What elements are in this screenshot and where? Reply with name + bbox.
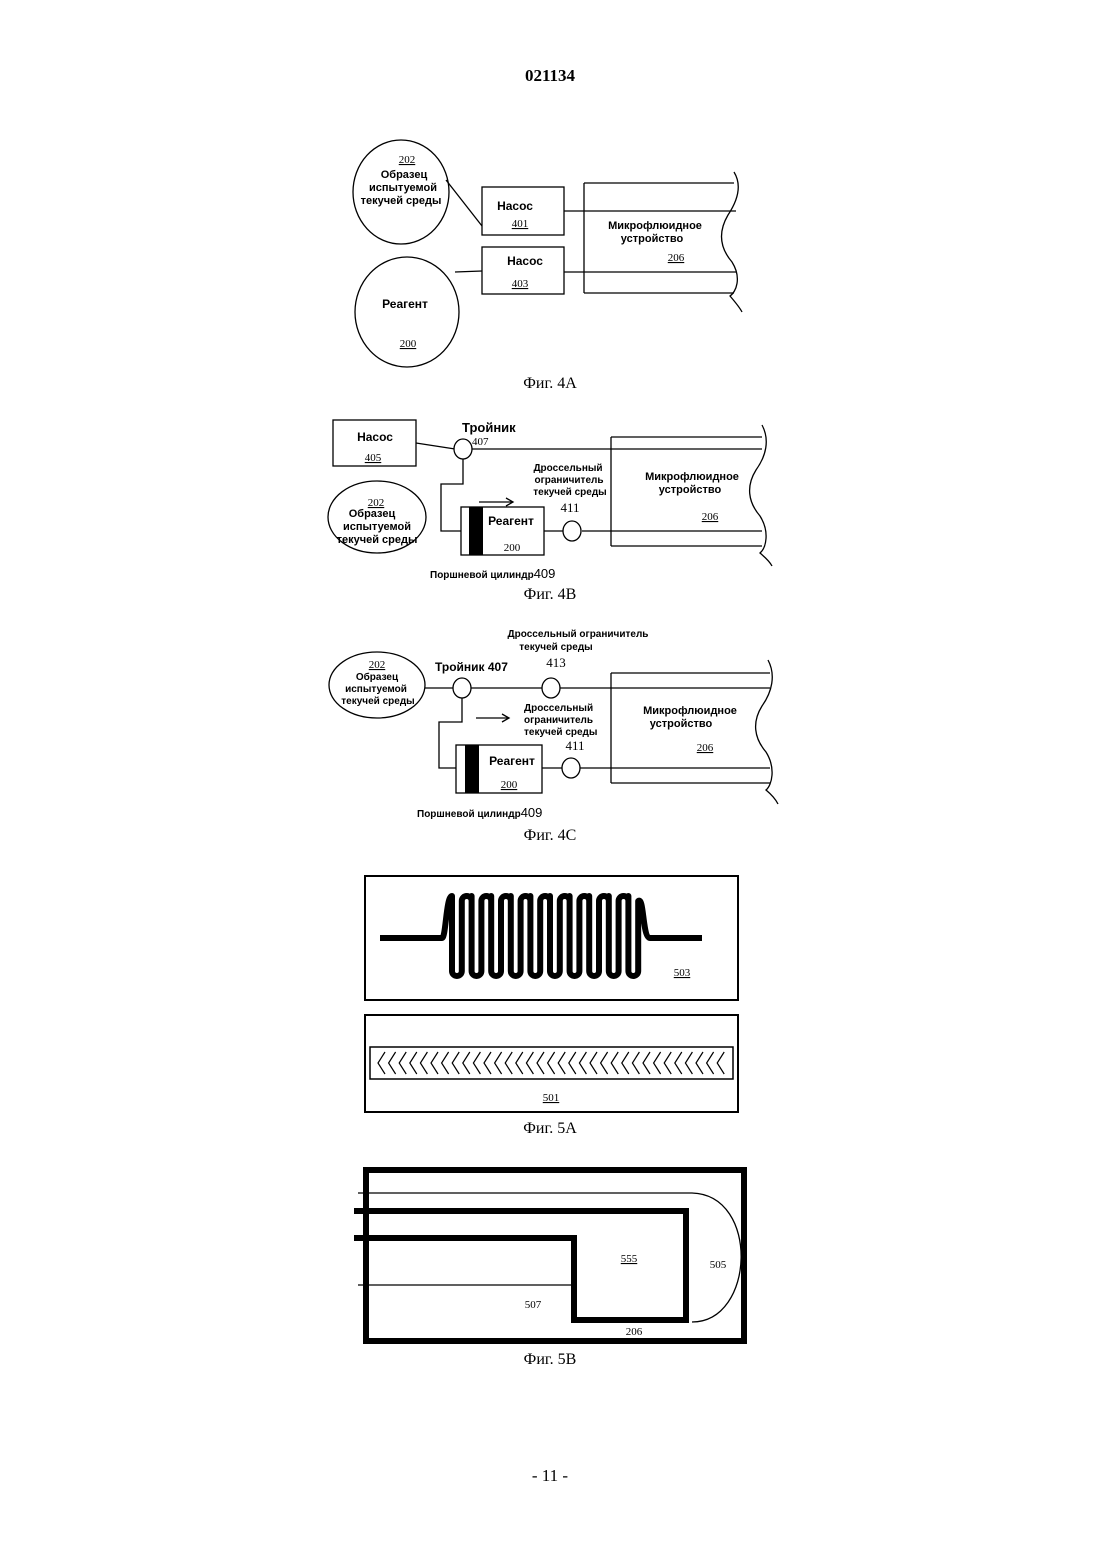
page-number: - 11 -: [0, 1466, 1100, 1486]
piston-cylinder-label: Поршневой цилиндр409: [430, 566, 555, 581]
caption-5a: Фиг. 5А: [523, 1120, 577, 1137]
pump-405-label: Насос: [357, 430, 393, 444]
device-ref: 206: [702, 511, 719, 523]
throttle-413-ref: 413: [546, 655, 566, 670]
pump-403-ref: 403: [512, 278, 529, 290]
device-label-1: Микрофлюидное: [643, 705, 737, 717]
sample-label-1: Образец: [356, 671, 399, 683]
figure-5a: 503 501 Фиг. 5А: [365, 876, 738, 1137]
device-break-line: [722, 172, 742, 312]
sample-label-1: Образец: [381, 169, 428, 181]
throttle-411: [562, 758, 580, 778]
sample-ref: 202: [369, 659, 386, 671]
reagent-ref: 200: [400, 338, 417, 350]
pump-403-label: Насос: [507, 254, 543, 268]
figure-4b: Насос 405 Тройник 407 202 Образец испыту…: [328, 420, 772, 603]
caption-5b: Фиг. 5В: [524, 1351, 577, 1368]
sample-label-2: испытуемой: [343, 521, 411, 533]
device-label-1: Микрофлюидное: [608, 220, 702, 232]
tee-ref: 407: [472, 436, 489, 448]
caption-4b: Фиг. 4В: [524, 586, 577, 603]
reagent-ref: 200: [504, 542, 521, 554]
throttle-label-1: Дроссельный: [533, 463, 602, 474]
reagent-label: Реагент: [489, 754, 535, 768]
device-ref: 206: [668, 252, 685, 264]
ref-206: 206: [626, 1326, 643, 1338]
reagent-reservoir: [355, 257, 459, 367]
throttle-413: [542, 678, 560, 698]
throttle-label-1: Дроссельный: [524, 703, 593, 714]
throttle-413-label-2: текучей среды: [519, 642, 592, 653]
throttle-ref: 411: [560, 500, 579, 515]
mixer-ref: 501: [543, 1092, 560, 1104]
tee-407: [453, 678, 471, 698]
throttle-label-3: текучей среды: [524, 727, 597, 738]
throttle-413-label-1: Дроссельный ограничитель: [508, 629, 649, 640]
serpentine-ref: 503: [674, 967, 691, 979]
figure-4a: 202 Образец испытуемой текучей среды Реа…: [353, 140, 742, 392]
device-label-2: устройство: [659, 484, 722, 496]
ref-507: 507: [525, 1299, 542, 1311]
device-label-2: устройство: [621, 233, 684, 245]
reagent-to-pump-line: [455, 271, 482, 272]
reagent-ref: 200: [501, 779, 518, 791]
device-label-2: устройство: [650, 718, 713, 730]
sample-label-3: текучей среды: [337, 534, 418, 546]
sample-label-2: испытуемой: [345, 684, 407, 695]
pump-401-label: Насос: [497, 199, 533, 213]
sample-label-3: текучей среды: [341, 696, 414, 707]
piston: [465, 745, 479, 793]
device-ref: 206: [697, 742, 714, 754]
sample-label-3: текучей среды: [361, 195, 442, 207]
tee-407: [454, 439, 472, 459]
tee-label: Тройник: [462, 420, 516, 435]
mixer-channel: [370, 1047, 733, 1079]
throttle-label-3: текучей среды: [533, 487, 606, 498]
ref-555: 555: [621, 1253, 638, 1265]
tee-label: Тройник 407: [435, 660, 508, 674]
caption-4a: Фиг. 4А: [523, 375, 577, 392]
piston-cylinder-label: Поршневой цилиндр409: [417, 805, 542, 820]
sample-label-1: Образец: [349, 508, 396, 520]
sample-label-2: испытуемой: [369, 182, 437, 194]
throttle-label-2: ограничитель: [534, 475, 603, 486]
reagent-label: Реагент: [382, 297, 428, 311]
chamber-555-channel: [354, 1211, 686, 1320]
throttle-411: [563, 521, 581, 541]
device-label-1: Микрофлюидное: [645, 471, 739, 483]
figure-5b: 555 505 507 206 Фиг. 5В: [354, 1170, 744, 1368]
pump-to-tee-line: [416, 443, 455, 449]
throttle-ref: 411: [565, 738, 584, 753]
pump-405-ref: 405: [365, 452, 382, 464]
throttle-label-2: ограничитель: [524, 715, 593, 726]
figure-4c: Дроссельный ограничитель текучей среды 4…: [329, 629, 778, 844]
piston: [469, 507, 483, 555]
device-break-line: [750, 425, 772, 566]
tee-to-piston-line: [441, 458, 463, 531]
sample-ref: 202: [399, 154, 416, 166]
sample-to-pump-line: [446, 180, 482, 226]
pump-401-ref: 401: [512, 218, 529, 230]
reagent-label: Реагент: [488, 514, 534, 528]
caption-4c: Фиг. 4С: [524, 827, 577, 844]
ref-505: 505: [710, 1259, 727, 1271]
